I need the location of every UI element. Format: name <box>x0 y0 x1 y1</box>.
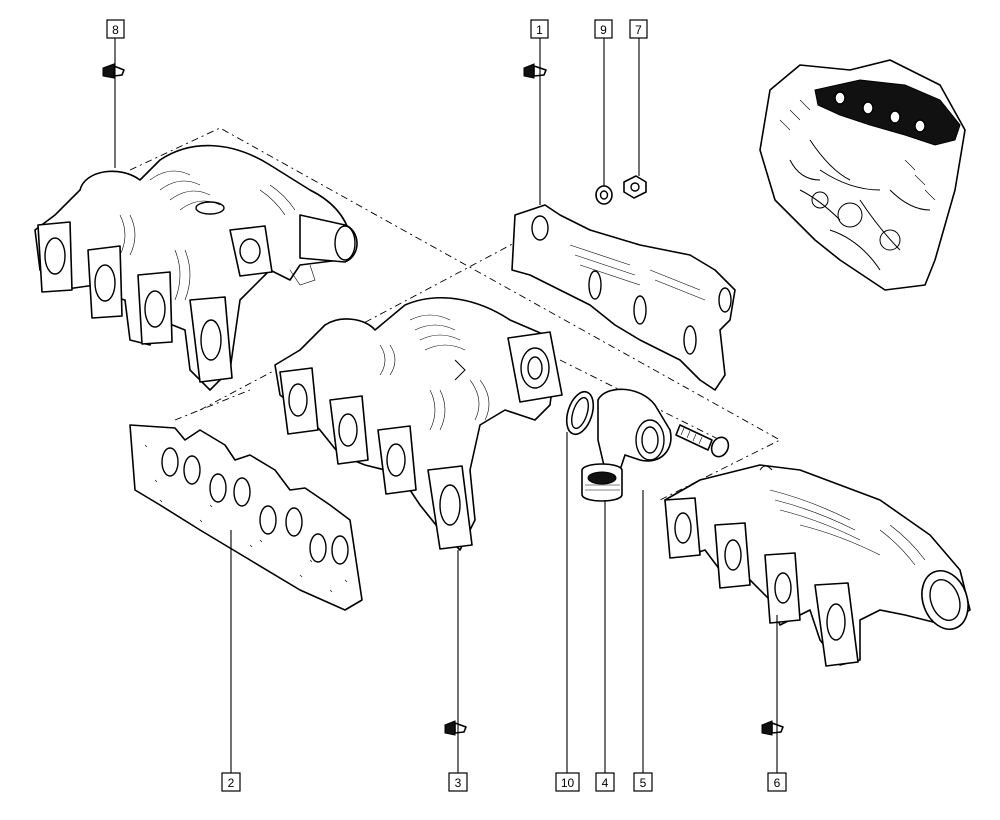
intake-manifold-center <box>274 297 563 551</box>
air-inlet-elbow <box>581 388 672 502</box>
engine-reference-view <box>759 59 966 291</box>
clip-fastener-bottom-center <box>444 720 467 736</box>
callout-6: 6 <box>767 772 787 792</box>
svg-text:7: 7 <box>635 23 642 37</box>
callout-5: 5 <box>633 772 653 792</box>
clip-fastener-top-left <box>102 63 125 79</box>
svg-text:9: 9 <box>600 23 607 37</box>
callout-9: 9 <box>594 19 613 39</box>
mounting-bolt <box>675 424 730 458</box>
callout-7: 7 <box>629 19 648 39</box>
manifold-gasket <box>129 424 363 611</box>
svg-text:6: 6 <box>774 776 781 790</box>
intake-manifold-right <box>664 464 971 667</box>
o-ring-seal <box>565 390 595 436</box>
callout-4: 4 <box>595 772 615 792</box>
callout-1: 1 <box>530 19 549 39</box>
clip-fastener-top-center <box>523 63 547 79</box>
svg-text:10: 10 <box>561 776 575 790</box>
clip-fastener-bottom-right <box>761 720 784 736</box>
intake-manifold-assembly <box>34 144 358 391</box>
callout-2: 2 <box>221 772 241 792</box>
svg-text:1: 1 <box>536 23 543 37</box>
leader-lines <box>114 38 778 773</box>
svg-text:5: 5 <box>640 776 647 790</box>
callout-10: 10 <box>555 772 580 792</box>
svg-text:3: 3 <box>455 776 462 790</box>
upper-manifold <box>511 204 736 391</box>
svg-text:8: 8 <box>112 23 119 37</box>
washer <box>595 185 613 205</box>
svg-text:4: 4 <box>602 776 609 790</box>
callout-8: 8 <box>106 19 125 39</box>
callout-3: 3 <box>448 772 468 792</box>
nut <box>623 175 647 199</box>
svg-text:2: 2 <box>228 776 235 790</box>
